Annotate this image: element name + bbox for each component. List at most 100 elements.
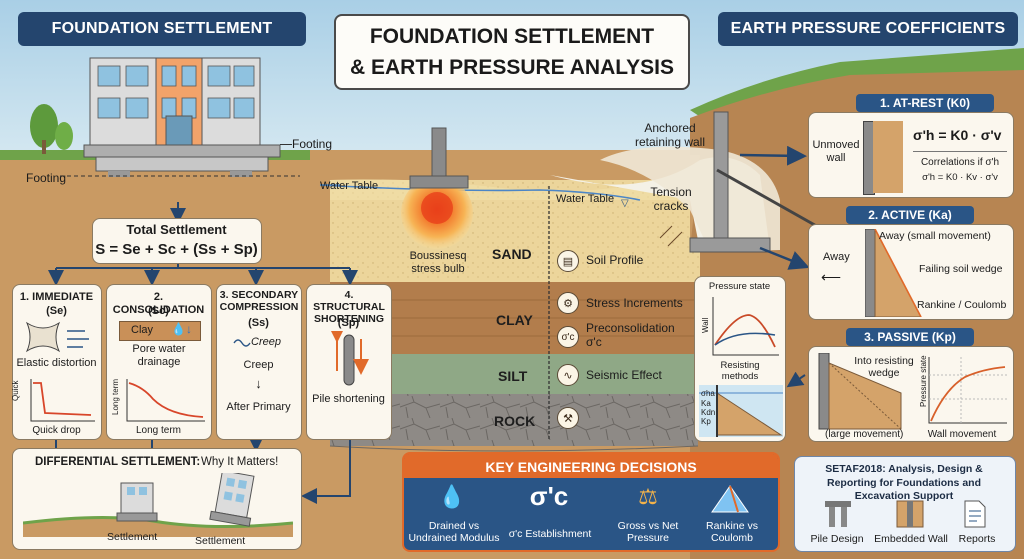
water-table-label-left: Water Table	[320, 180, 379, 192]
pile-design-icon	[825, 501, 851, 527]
immediate-graph	[30, 379, 95, 422]
active-title: 2. ACTIVE (Ka)	[868, 208, 952, 222]
passive-large-label: (large movement)	[825, 429, 904, 440]
title-box: FOUNDATION SETTLEMENT & EARTH PRESSURE A…	[334, 14, 690, 90]
differential-label-right: Settlement	[195, 535, 246, 547]
clay-chip-label: Clay	[131, 324, 154, 336]
at-rest-header: 1. AT-REST (K0)	[856, 94, 994, 112]
left-arrow-icon: ⟵	[821, 269, 842, 285]
immediate-label: Elastic distortion	[16, 357, 97, 369]
secondary-title: 3. SECONDARY COMPRESSION	[219, 289, 299, 314]
footing-label-left: Footing	[26, 171, 67, 185]
passive-title: 3. PASSIVE (Kp)	[864, 330, 956, 344]
resisting-methods-graph	[699, 385, 783, 437]
differential-settlement-card: DIFFERENTIAL SETTLEMENT: Why It Matters!…	[12, 448, 302, 550]
decision-drained-text: Drained vs Undrained Modulus	[408, 520, 500, 545]
layer-clay-label: CLAY	[496, 312, 533, 328]
pressure-state-card: Pressure state Wall Resisting methods σh…	[694, 276, 786, 442]
pile-icon	[329, 331, 369, 386]
pressure-state-graph	[712, 297, 779, 356]
right-section-banner: EARTH PRESSURE COEFFICIENTS	[718, 12, 1018, 46]
at-rest-card: Unmoved wall σ'h = K0 · σ'v Correlations…	[808, 112, 1014, 198]
drained-icon: 💧	[438, 484, 466, 509]
setaf-title: SETAF2018: Analysis, Design & Reporting …	[825, 463, 983, 503]
consolidation-axis-x: Long term	[135, 425, 182, 436]
stress-increments-text: Stress Increments	[586, 296, 683, 310]
tension-cracks-label: Tension cracks	[650, 185, 692, 213]
secondary-compression-card: 3. SECONDARY COMPRESSION (Ss) Creep Cree…	[216, 284, 302, 440]
consolidation-axis-y: Long term	[111, 378, 120, 415]
setaf-box: SETAF2018: Analysis, Design & Reporting …	[794, 456, 1016, 552]
layer-rock-label: ROCK	[494, 413, 536, 429]
structural-shortening-card: 4. STRUCTURAL SHORTENING (Sp) Pile short…	[306, 284, 392, 440]
consolidation-settlement-card: 2. CONSOLIDATION (Sc) Clay 💧↓ Pore water…	[106, 284, 212, 440]
soil-profile-icon: ▤	[557, 250, 579, 272]
page-title-line2: & EARTH PRESSURE ANALYSIS	[349, 56, 674, 79]
pile-design-label: Pile Design	[810, 533, 864, 545]
differential-settlement-illustration	[23, 473, 293, 537]
at-rest-title: 1. AT-REST (K0)	[879, 96, 970, 110]
k-label-kp: Kp	[701, 417, 711, 426]
key-decisions-title: KEY ENGINEERING DECISIONS	[485, 459, 697, 475]
rankine-coulomb-icon	[711, 485, 749, 513]
resisting-methods-label: Resisting methods	[720, 360, 760, 382]
passive-axis-y: Pressure state	[919, 355, 928, 407]
anchored-wall-label: Anchored retaining wall	[634, 121, 706, 149]
sigma-c-icon: σ'c	[529, 481, 569, 511]
active-wedge-graphic	[865, 229, 922, 317]
total-settlement-box: Total Settlement S = Se + Sc + (Ss + Sp)	[92, 218, 262, 264]
layer-silt-label: SILT	[498, 368, 528, 384]
passive-axis-x: Wall movement	[927, 429, 997, 440]
reports-label: Reports	[958, 533, 996, 545]
structural-symbol: (Sp)	[337, 317, 360, 329]
at-rest-formula: σ'h = K0 · σ'v	[913, 127, 1002, 143]
decision-gross-net-text: Gross vs Net Pressure	[617, 520, 679, 545]
water-drop-icon: 💧↓	[171, 322, 192, 336]
at-rest-note-2: σ'h = K0 · Kv · σ'v	[922, 172, 998, 183]
reports-icon	[964, 500, 986, 528]
pressure-axis-y: Wall	[701, 317, 710, 333]
clay-chip	[119, 321, 201, 341]
immediate-axis-x: Quick drop	[32, 425, 81, 436]
preconsolidation-icon: σ'c	[557, 326, 579, 348]
footing-label-right: Footing	[292, 137, 333, 151]
secondary-label-1: Creep	[251, 336, 281, 348]
sigma-ha-label: σha	[701, 389, 715, 398]
total-settlement-title: Total Settlement	[126, 222, 227, 237]
pressure-state-title: Pressure state	[708, 281, 771, 292]
decision-rankine-coulomb-text: Rankine vs Coulomb	[706, 520, 758, 545]
consolidation-symbol: (Sc)	[148, 305, 169, 317]
at-rest-note-1: Correlations if σ'h	[920, 157, 1000, 168]
active-away-left: Away	[823, 251, 850, 263]
differential-title: DIFFERENTIAL SETTLEMENT:	[35, 456, 201, 468]
passive-into-label: Into resisting wedge	[854, 355, 914, 380]
page-title-line1: FOUNDATION SETTLEMENT	[369, 25, 655, 48]
footing-leader-line	[280, 144, 292, 145]
immediate-title: 1. IMMEDIATE	[19, 291, 94, 303]
at-rest-divider	[913, 151, 1007, 152]
down-arrow-icon: ↓	[255, 376, 262, 391]
immediate-symbol: (Se)	[46, 305, 67, 317]
seismic-effect-icon: ∿	[557, 364, 579, 386]
secondary-label-3: After Primary	[226, 401, 291, 413]
k-label-ka: Ka	[701, 399, 711, 408]
embedded-wall-label: Embedded Wall	[874, 533, 948, 545]
active-header: 2. ACTIVE (Ka)	[846, 206, 974, 224]
key-decisions-panel: KEY ENGINEERING DECISIONS 💧 Drained vs U…	[402, 452, 780, 552]
passive-card: Into resisting wedge (large movement) Pr…	[808, 346, 1014, 442]
water-table-label-right: Water Table	[556, 193, 615, 205]
passive-graph	[928, 357, 1007, 424]
rock-anchor-icon: ⚒	[557, 407, 579, 429]
consolidation-label: Pore water drainage	[132, 343, 186, 368]
scale-icon: ⚖	[638, 484, 658, 509]
stress-increments-icon: ⚙	[557, 292, 579, 314]
failing-wedge-label: Failing soil wedge	[919, 263, 1003, 275]
differential-subtitle: Why It Matters!	[201, 456, 279, 468]
structural-label: Pile shortening	[312, 393, 385, 405]
stress-bulb-label: Boussinesq stress bulb	[409, 250, 467, 275]
embedded-wall-icon	[896, 500, 924, 528]
passive-header: 3. PASSIVE (Kp)	[846, 328, 974, 346]
secondary-label-2: Creep	[243, 359, 274, 371]
secondary-symbol: (Ss)	[248, 317, 269, 329]
